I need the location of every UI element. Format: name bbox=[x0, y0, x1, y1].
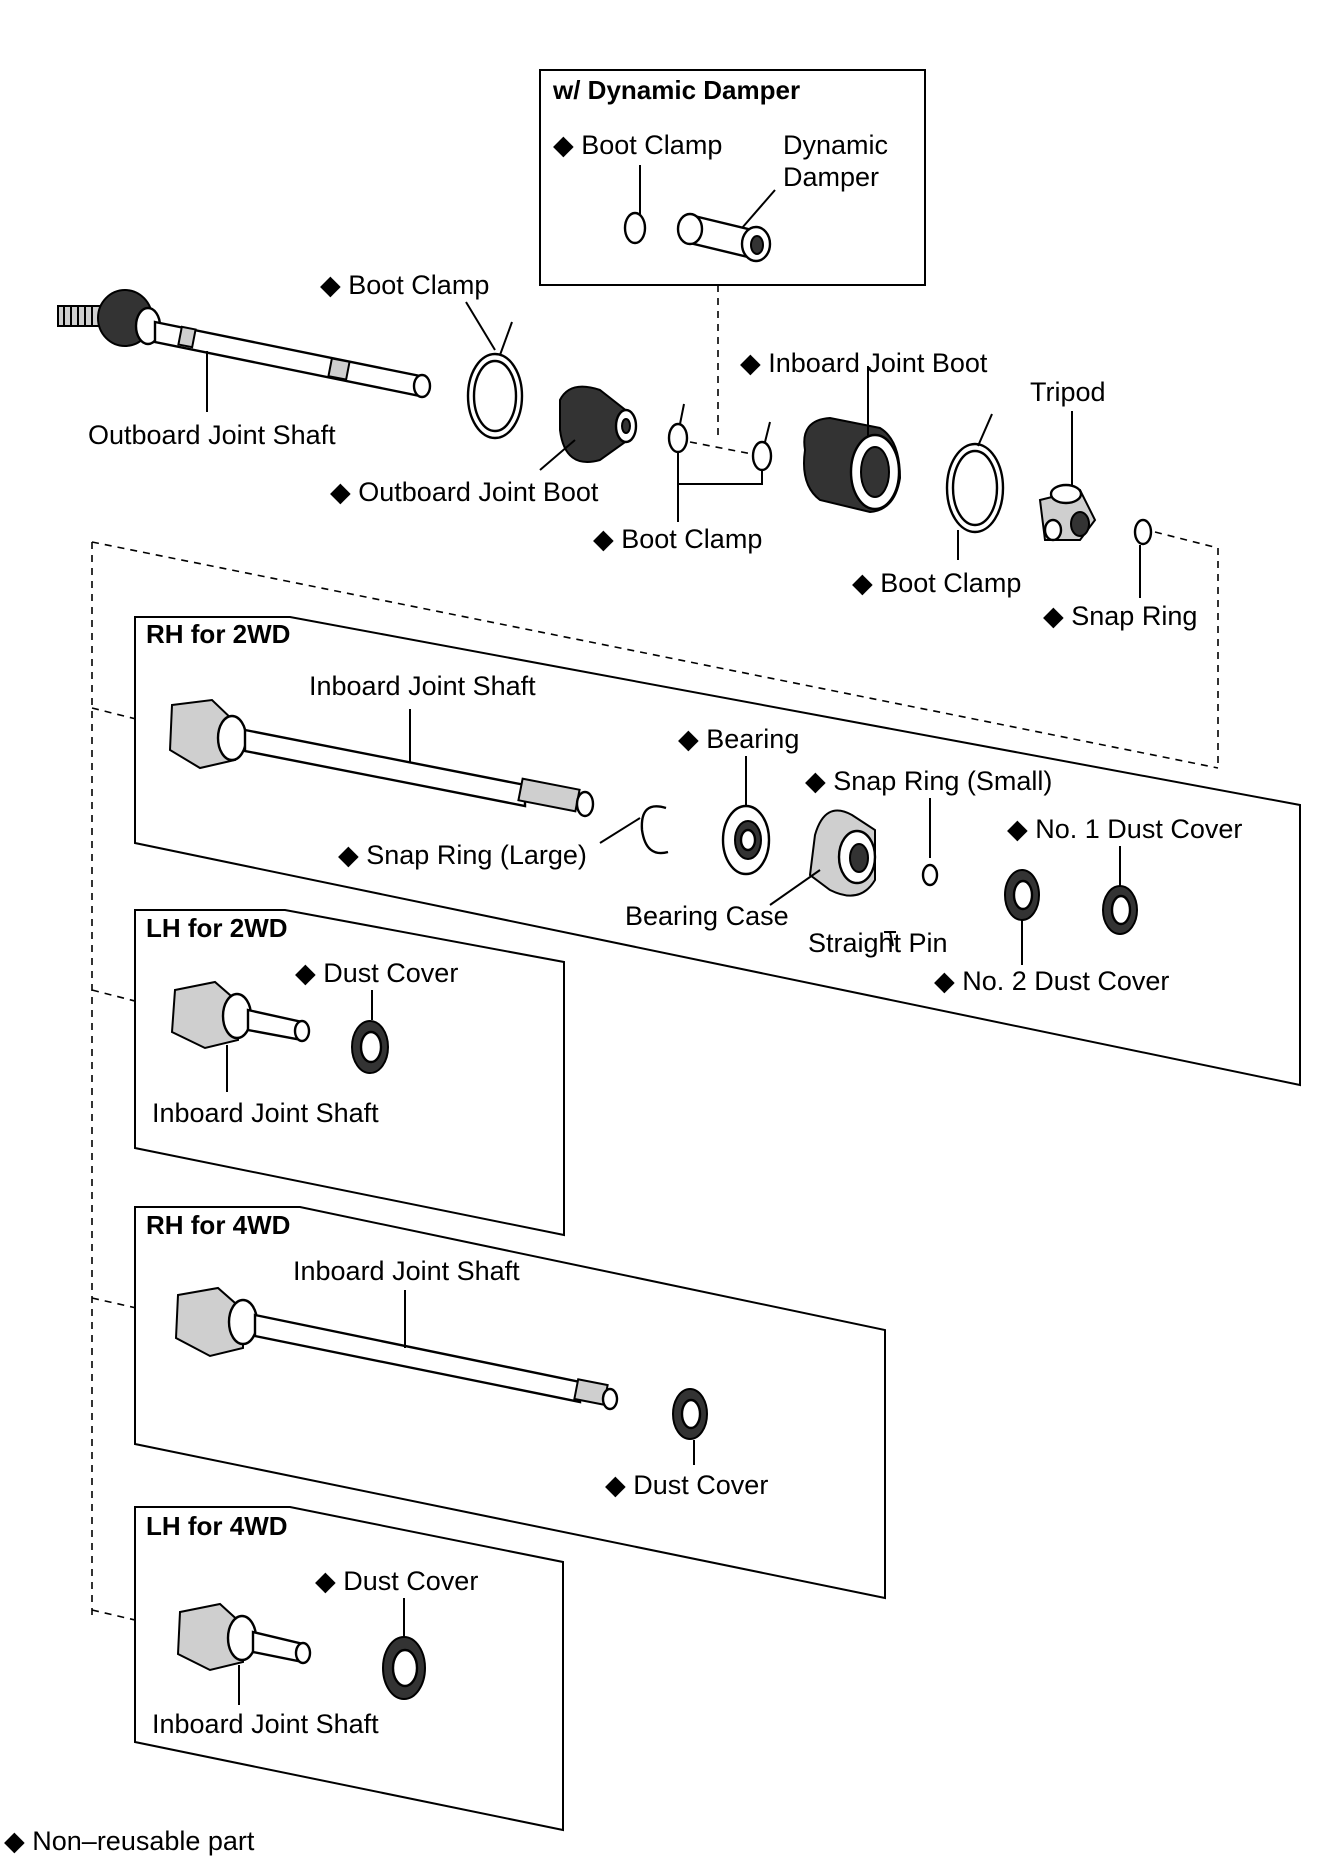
lh-2wd-panel: LH for 2WD ◆ Dust Cover Inboard Joint Sh… bbox=[134, 909, 565, 1237]
bearing-case-label: Bearing Case bbox=[625, 901, 789, 931]
no2-dust-cover-label: ◆ No. 2 Dust Cover bbox=[934, 966, 1169, 996]
tripod-part bbox=[1038, 483, 1097, 542]
snap-ring-small-part bbox=[921, 863, 939, 887]
inboard-joint-boot-part bbox=[803, 416, 902, 514]
dynamic-damper-label-line1: Dynamic bbox=[783, 130, 888, 160]
rh-4wd-inboard-joint-shaft-part bbox=[174, 1286, 619, 1411]
outboard-joint-boot-part bbox=[559, 385, 638, 463]
rh-2wd-inboard-joint-shaft-label: Inboard Joint Shaft bbox=[309, 671, 536, 701]
dynamic-damper-title: w/ Dynamic Damper bbox=[552, 75, 800, 105]
dynamic-damper-inset: w/ Dynamic Damper ◆ Boot Clamp Dynamic D… bbox=[539, 69, 926, 286]
lh-4wd-dust-cover-part bbox=[382, 1636, 426, 1700]
rh-2wd-title: RH for 2WD bbox=[146, 619, 290, 649]
bearing-part bbox=[721, 804, 771, 876]
snap-ring-large-label: ◆ Snap Ring (Large) bbox=[338, 840, 587, 870]
outboard-joint-boot-label: ◆ Outboard Joint Boot bbox=[330, 477, 599, 507]
boot-clamp-right-part bbox=[945, 413, 1005, 534]
dynamic-damper-label-line2: Damper bbox=[783, 162, 879, 192]
lh-2wd-inboard-joint-shaft-label: Inboard Joint Shaft bbox=[152, 1098, 379, 1128]
lh-2wd-dust-cover-part bbox=[351, 1020, 389, 1074]
rh-4wd-title: RH for 4WD bbox=[146, 1210, 290, 1240]
lh-2wd-title: LH for 2WD bbox=[146, 913, 288, 943]
boot-clamp-upper-part bbox=[466, 321, 524, 440]
straight-pin-part bbox=[884, 931, 896, 947]
rh-4wd-dust-cover-part bbox=[672, 1388, 708, 1440]
outboard-joint-shaft-label: Outboard Joint Shaft bbox=[88, 420, 336, 450]
damper-boot-clamp-label: ◆ Boot Clamp bbox=[553, 130, 722, 160]
snap-ring-large-part bbox=[640, 805, 669, 855]
lh-4wd-dust-cover-label: ◆ Dust Cover bbox=[315, 1566, 478, 1596]
outboard-joint-shaft-part bbox=[57, 289, 432, 399]
snap-ring-top-part bbox=[1133, 518, 1153, 546]
rh-2wd-inboard-joint-shaft-part bbox=[168, 698, 595, 818]
lh-4wd-title: LH for 4WD bbox=[146, 1511, 288, 1541]
inboard-joint-boot-label: ◆ Inboard Joint Boot bbox=[740, 348, 988, 378]
lh-4wd-panel: LH for 4WD ◆ Dust Cover Inboard Joint Sh… bbox=[134, 1506, 564, 1832]
lh-4wd-inboard-joint-shaft-label: Inboard Joint Shaft bbox=[152, 1709, 379, 1739]
lh-2wd-dust-cover-label: ◆ Dust Cover bbox=[295, 958, 458, 988]
no1-dust-cover-part bbox=[1102, 885, 1138, 935]
rh-4wd-inboard-joint-shaft-label: Inboard Joint Shaft bbox=[293, 1256, 520, 1286]
boot-clamp-middle-right-part bbox=[751, 421, 773, 472]
rh-4wd-panel: RH for 4WD Inboard Joint Shaft ◆ Dust Co… bbox=[134, 1206, 886, 1600]
lh-2wd-inboard-joint-shaft-part bbox=[170, 980, 311, 1050]
straight-pin-label: Straight Pin bbox=[808, 928, 948, 958]
rh-4wd-dust-cover-label: ◆ Dust Cover bbox=[605, 1470, 768, 1500]
snap-ring-label: ◆ Snap Ring bbox=[1043, 601, 1197, 631]
damper-boot-clamp-part bbox=[623, 211, 647, 245]
tripod-label: Tripod bbox=[1030, 377, 1106, 407]
boot-clamp-right-label: ◆ Boot Clamp bbox=[852, 568, 1021, 598]
boot-clamp-upper-label: ◆ Boot Clamp bbox=[320, 270, 489, 300]
snap-ring-small-label: ◆ Snap Ring (Small) bbox=[805, 766, 1052, 796]
no1-dust-cover-label: ◆ No. 1 Dust Cover bbox=[1007, 814, 1242, 844]
no2-dust-cover-part bbox=[1004, 869, 1040, 921]
lh-4wd-inboard-joint-shaft-part bbox=[176, 1602, 312, 1672]
dynamic-damper-part bbox=[676, 212, 772, 263]
boot-clamp-middle-left-part bbox=[667, 403, 689, 454]
non-reusable-legend: ◆ Non–reusable part bbox=[4, 1826, 255, 1856]
rh-2wd-panel: RH for 2WD Inboard Joint Shaft ◆ Bearing… bbox=[134, 616, 1301, 1087]
boot-clamp-middle-label: ◆ Boot Clamp bbox=[593, 524, 762, 554]
bearing-label: ◆ Bearing bbox=[678, 724, 799, 754]
bearing-case-part bbox=[808, 809, 877, 897]
